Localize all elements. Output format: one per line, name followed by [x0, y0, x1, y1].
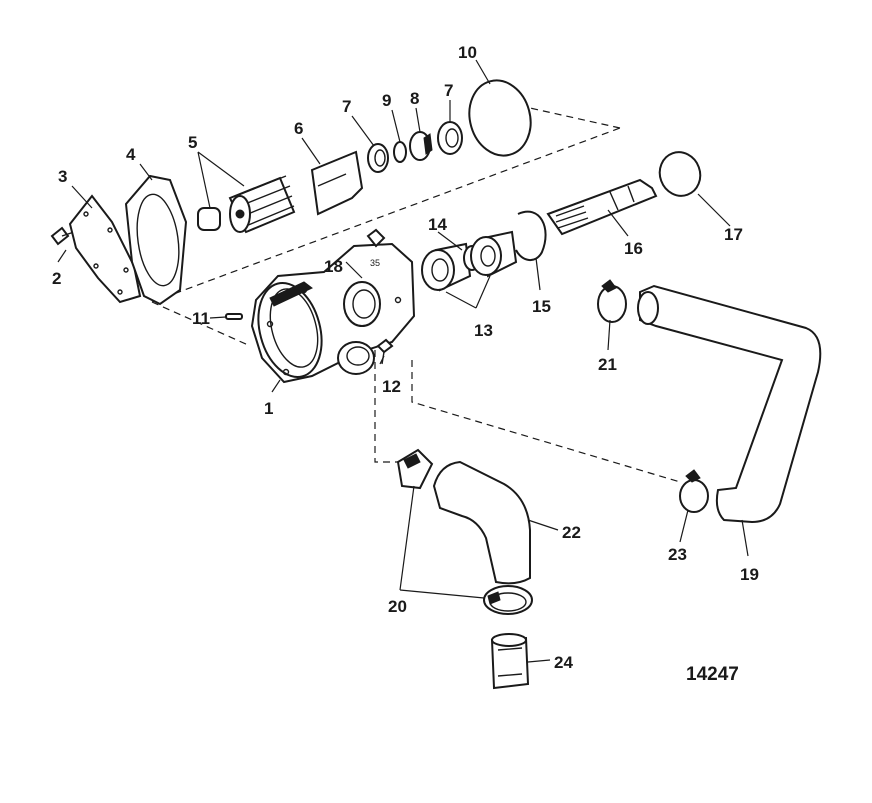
callout-3: 3 [58, 167, 67, 186]
callout-24: 24 [554, 653, 573, 672]
part-20-fitting [396, 448, 434, 490]
callout-15: 15 [532, 297, 551, 316]
part-22-hose [432, 460, 531, 585]
callout-4: 4 [126, 145, 136, 164]
callout-23: 23 [668, 545, 687, 564]
part-4-gasket [124, 174, 188, 306]
callout-11: 11 [192, 309, 210, 328]
part-7-seal-right [437, 121, 463, 155]
callout-14: 14 [428, 215, 447, 234]
callout-20: 20 [388, 597, 407, 616]
callout-19: 19 [740, 565, 759, 584]
part-8-seal [409, 131, 433, 161]
callout-13: 13 [474, 321, 493, 340]
callout-9: 9 [382, 91, 391, 110]
part-23-clamp [679, 469, 709, 513]
part-7-seal-left [367, 143, 389, 173]
callout-16: 16 [624, 239, 643, 258]
part-15-snap-ring [515, 210, 547, 261]
part-16-shaft [546, 178, 658, 236]
part-20-clamp [483, 585, 533, 615]
callout-17: 17 [724, 225, 743, 244]
callout-labels: 2 3 4 5 6 7 9 8 7 10 11 12 13 14 15 16 1… [52, 43, 759, 685]
callout-1: 1 [264, 399, 273, 418]
part-13-bearing-right [470, 230, 518, 278]
part-18-fitting: 35 [366, 228, 386, 268]
leader-lines [57, 59, 749, 663]
part-12-screw [376, 338, 394, 365]
part-10-o-ring [468, 79, 532, 157]
figure-id: 14247 [686, 664, 739, 685]
svg-text:35: 35 [370, 258, 380, 268]
callout-10: 10 [458, 43, 477, 62]
part-13-bearing-left [421, 242, 472, 292]
callout-8: 8 [410, 89, 419, 108]
callout-21: 21 [598, 355, 617, 374]
part-3-cover-plate [68, 194, 142, 304]
callout-18: 18 [324, 257, 343, 276]
part-6-liner [310, 150, 364, 216]
part-24-coupling [490, 633, 530, 690]
callout-7-right: 7 [444, 81, 453, 100]
part-1-pump-body [250, 242, 416, 384]
callout-22: 22 [562, 523, 581, 542]
callout-2: 2 [52, 269, 61, 288]
part-19-hose [637, 284, 822, 524]
callout-12: 12 [382, 377, 401, 396]
callout-7-left: 7 [342, 97, 351, 116]
part-21-clamp [597, 279, 627, 323]
part-9-ring [393, 141, 407, 163]
part-17-o-ring [658, 151, 702, 197]
part-11-pin [225, 313, 243, 320]
callout-5: 5 [188, 133, 197, 152]
part-5-impeller [197, 175, 296, 234]
callout-6: 6 [294, 119, 303, 138]
